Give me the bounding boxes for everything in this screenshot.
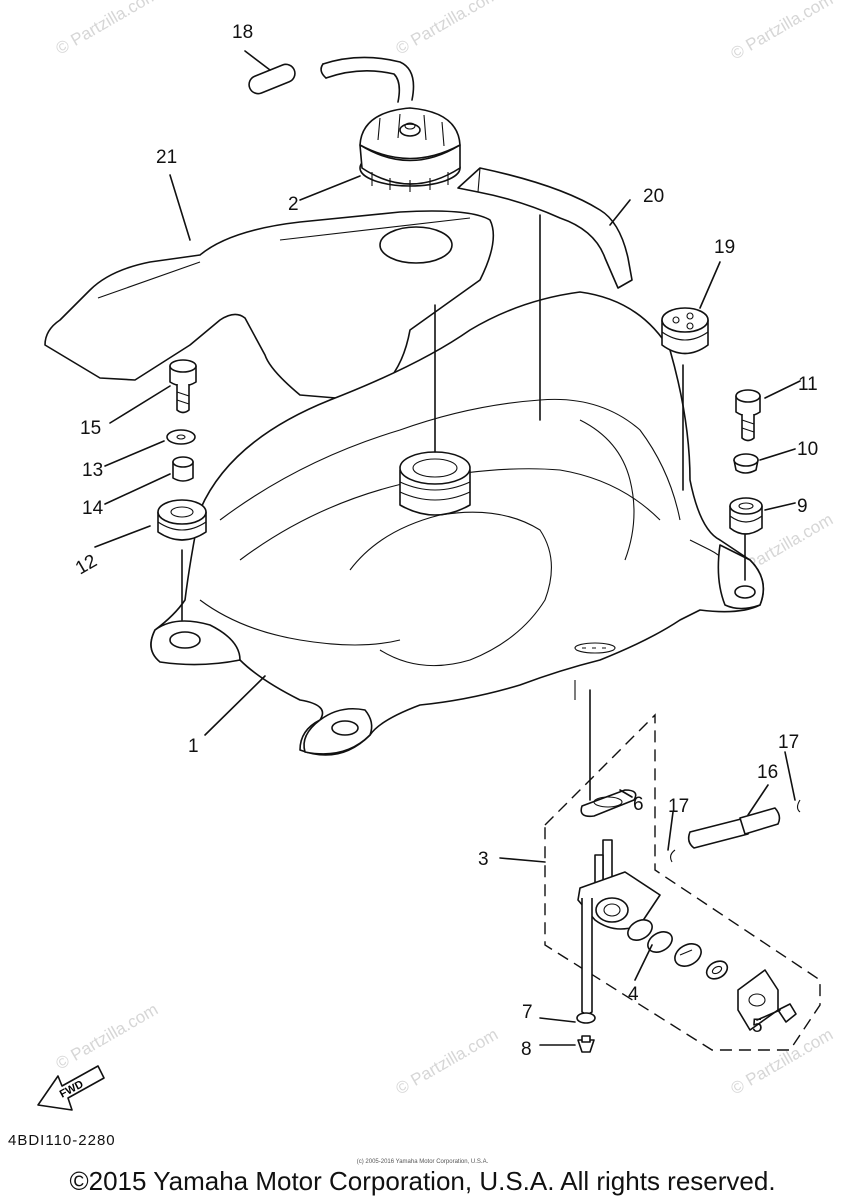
part-label-17: 17 (668, 796, 689, 817)
part-label-12: 12 (72, 551, 101, 580)
part-label-3: 3 (478, 849, 489, 870)
part-label-13: 13 (82, 460, 103, 481)
breather-hose (248, 56, 415, 103)
damper-right (729, 497, 763, 535)
copyright-notice: ©2015 Yamaha Motor Corporation, U.S.A. A… (69, 1166, 776, 1196)
watermark: © Partzilla.com (393, 0, 502, 58)
part-label-19: 19 (714, 237, 735, 258)
washer-left (166, 429, 196, 445)
part-label-9: 9 (797, 496, 808, 517)
part-label-11: 11 (798, 374, 818, 395)
filler-neck (399, 451, 471, 516)
collar-left (172, 456, 194, 482)
watermark: © Partzilla.com (53, 1000, 162, 1074)
mounting-bolt-right (735, 389, 761, 442)
part-label-18: 18 (232, 22, 253, 43)
part-label-16: 16 (757, 762, 778, 783)
fwd-label: FWD (58, 1078, 86, 1100)
part-label-6: 6 (633, 794, 644, 815)
part-label-8: 8 (521, 1039, 532, 1060)
fuel-cap (359, 107, 461, 192)
part-label-20: 20 (643, 186, 664, 207)
part-label-4: 4 (628, 984, 639, 1005)
part-label-5: 5 (752, 1016, 763, 1037)
leader-lines (94, 50, 801, 1046)
watermark: © Partzilla.com (728, 1025, 837, 1099)
small-copyright: (c) 2005-2016 Yamaha Motor Corporation, … (356, 1159, 489, 1165)
part-label-17: 17 (778, 732, 799, 753)
part-label-7: 7 (522, 1002, 533, 1023)
drawing-code: 4BDI110-2280 (8, 1132, 116, 1149)
mounting-bolt-left (169, 359, 197, 414)
watermark: © Partzilla.com (53, 0, 162, 58)
part-label-15: 15 (80, 418, 101, 439)
part-label-10: 10 (797, 439, 818, 460)
fuel-cock-assembly (544, 713, 821, 1053)
damper-grommet (661, 307, 709, 355)
part-labels: 1 2 3 4 5 6 7 8 9 10 11 12 13 14 15 16 1… (72, 22, 818, 1060)
fuel-tank (150, 291, 765, 756)
fwd-arrow-icon: FWD (37, 1065, 105, 1111)
watermark: © Partzilla.com (728, 0, 837, 63)
tank-protector-pad (44, 210, 495, 401)
part-label-1: 1 (188, 736, 199, 757)
watermark: © Partzilla.com (393, 1025, 502, 1099)
part-label-2: 2 (288, 194, 299, 215)
collar-right (733, 453, 759, 474)
tank-damper-strip (457, 167, 633, 289)
part-label-21: 21 (156, 147, 177, 168)
damper-left (157, 499, 207, 541)
part-label-14: 14 (82, 498, 104, 519)
